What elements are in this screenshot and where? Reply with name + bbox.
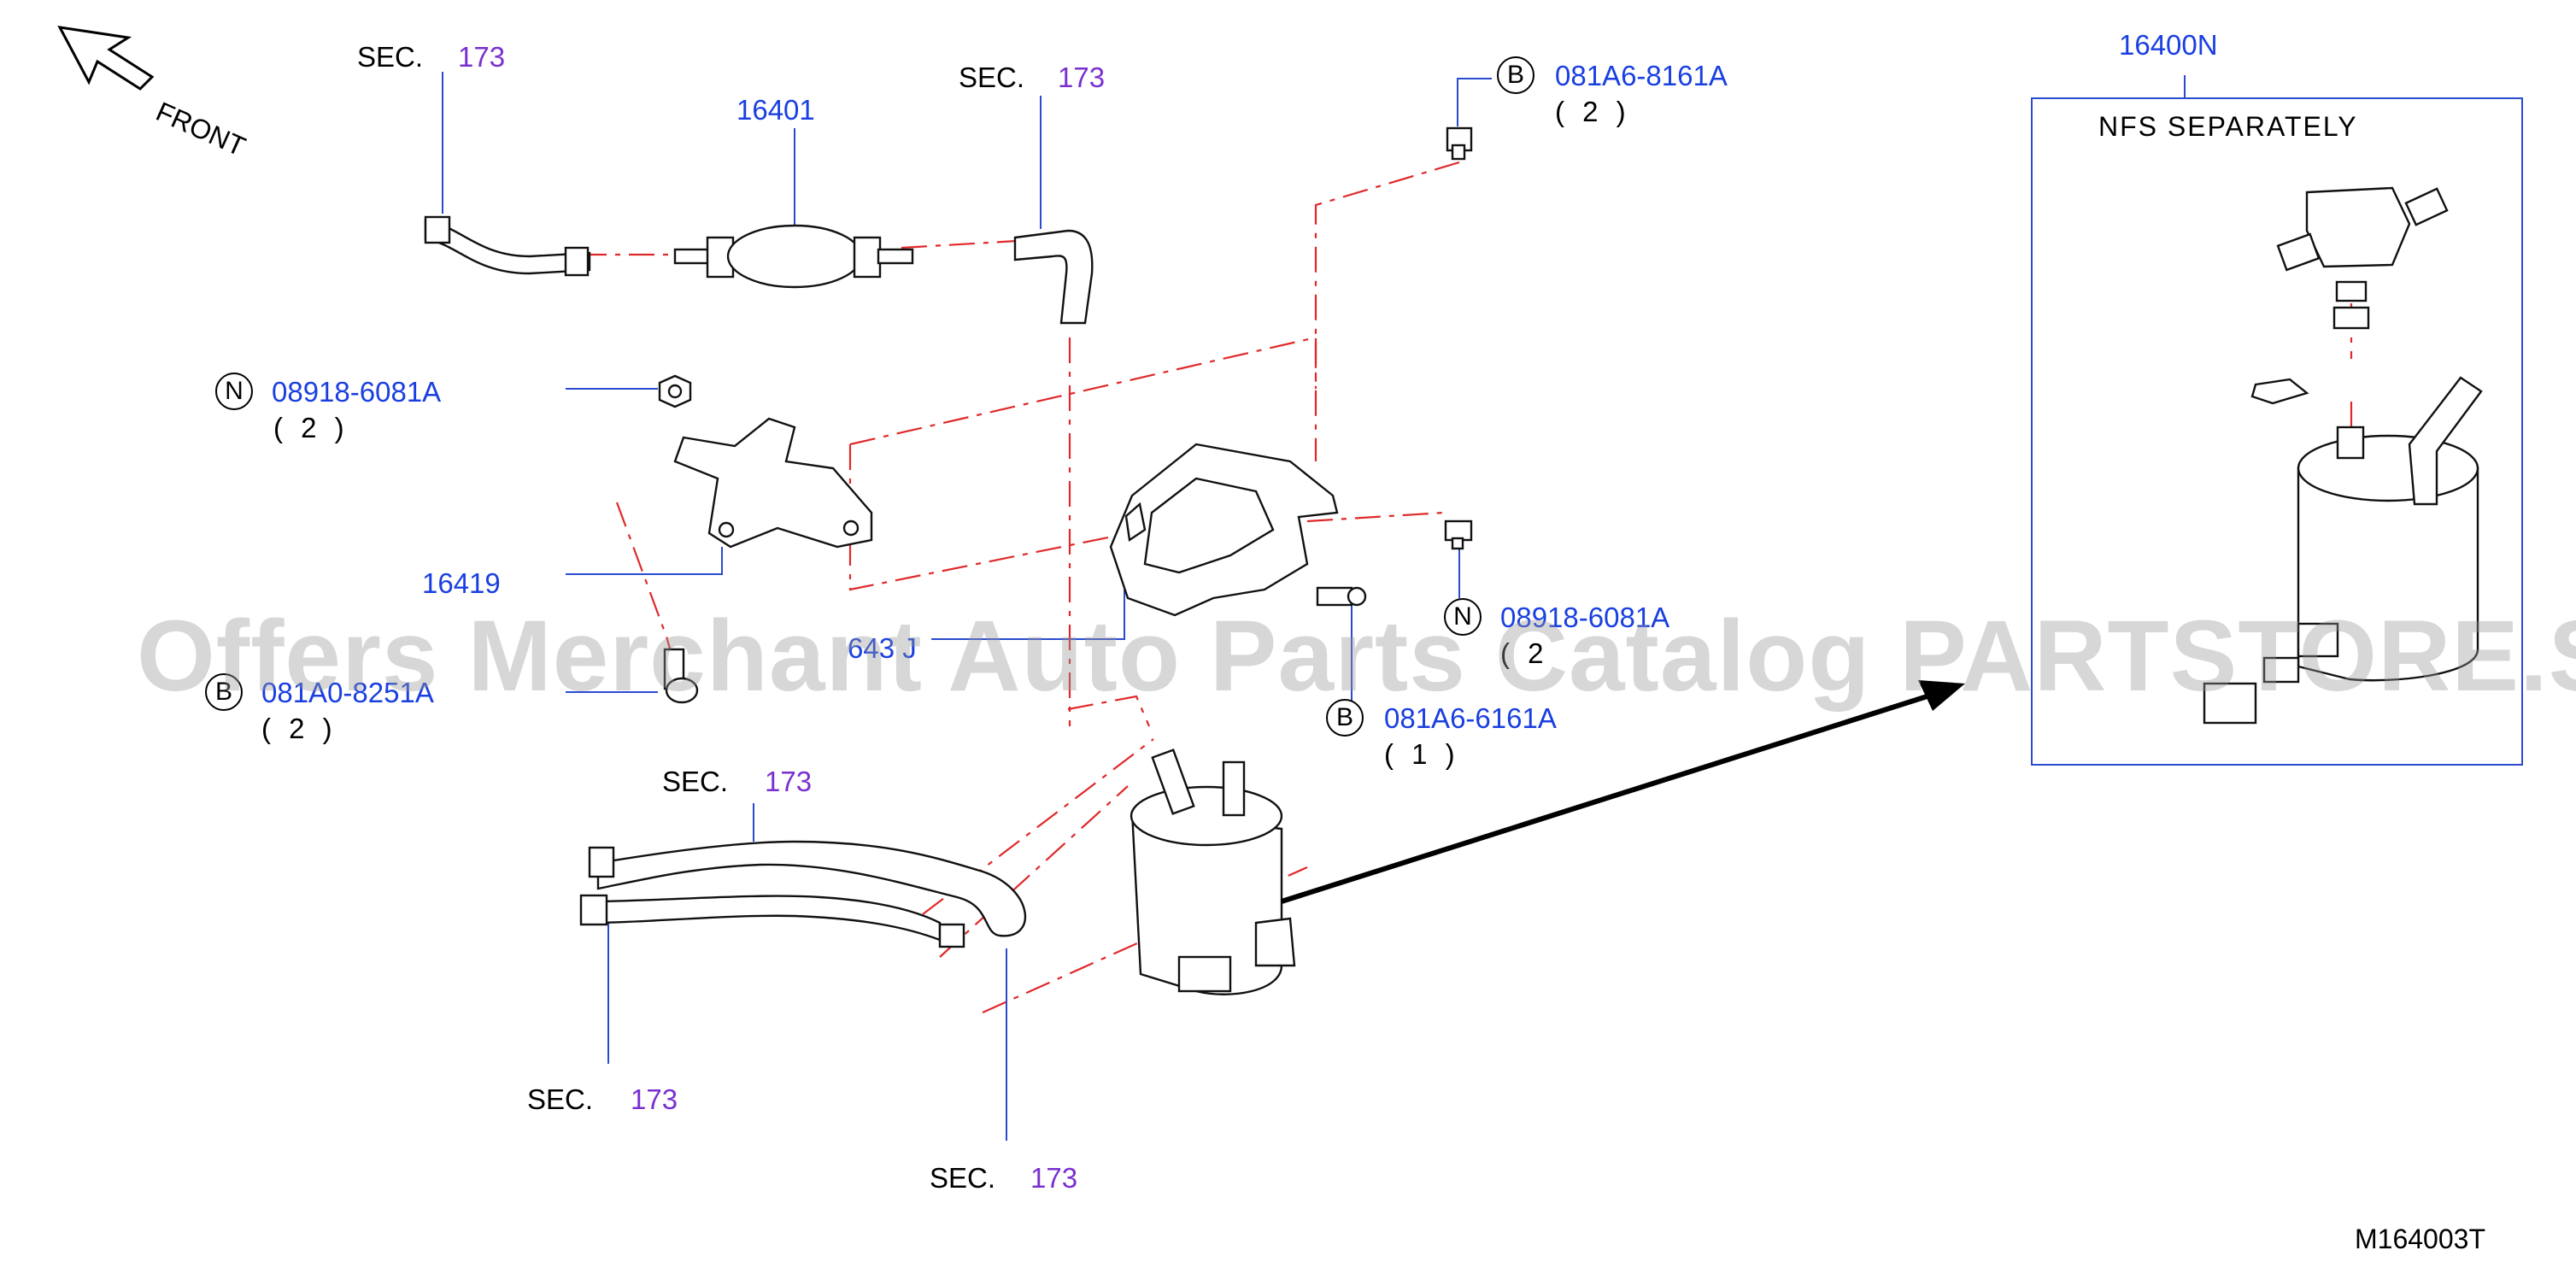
clip-right-icon xyxy=(1444,520,1473,550)
fastener-b-left-number[interactable]: 081A0-8251A xyxy=(261,677,434,708)
phantom-lines xyxy=(581,161,2353,1014)
fastener-n-right-number[interactable]: 08918-6081A xyxy=(1500,602,1670,633)
part-number-16419[interactable]: 16419 xyxy=(422,567,501,599)
watermark-text: Offers Merchant Auto Parts Catalog PARTS… xyxy=(137,600,2576,713)
sec-label-mid-bottom: SEC. xyxy=(662,766,729,797)
fastener-n-right-qty: ( 2 xyxy=(1500,637,1549,669)
fastener-b-top-qty: ( 2 ) xyxy=(1555,96,1631,127)
bolt-symbol-b-top: B xyxy=(1497,56,1534,94)
nut-icon xyxy=(658,374,692,408)
inset-pointer-arrow-icon xyxy=(1281,680,1965,904)
part-16401-filter xyxy=(673,224,914,289)
sec-label-top-center: SEC. xyxy=(959,62,1025,93)
sec-label-bottom-center: SEC. xyxy=(930,1162,996,1194)
bolt-symbol-b-left: B xyxy=(205,673,243,711)
fastener-n-left-number[interactable]: 08918-6081A xyxy=(272,376,442,408)
part-number-16401[interactable]: 16401 xyxy=(736,94,815,126)
front-arrow-icon xyxy=(57,26,155,91)
part-number-16431[interactable]: 643 J xyxy=(848,632,917,664)
sec-ref-top-center[interactable]: 173 xyxy=(1058,62,1106,93)
sec-label-bottom-left: SEC. xyxy=(527,1083,594,1115)
nut-symbol-n-right: N xyxy=(1444,598,1482,636)
canister-main xyxy=(1130,748,1296,995)
diagram-code: M164003T xyxy=(2355,1224,2485,1254)
bolt-left-icon xyxy=(663,648,699,704)
hose-top-left xyxy=(424,215,591,277)
sec-ref-mid-bottom[interactable]: 173 xyxy=(765,766,813,797)
fastener-n-left-qty: ( 2 ) xyxy=(273,412,349,443)
sec-ref-top-left[interactable]: 173 xyxy=(458,41,506,73)
hose-top-center xyxy=(1013,229,1094,325)
sec-label-top-left: SEC. xyxy=(357,41,424,73)
sec-ref-bottom-center[interactable]: 173 xyxy=(1030,1162,1078,1194)
sec-ref-bottom-left[interactable]: 173 xyxy=(631,1083,678,1115)
bolt-symbol-b-right: B xyxy=(1326,699,1364,737)
inset-box xyxy=(2031,97,2523,766)
bolt-right-icon xyxy=(1316,586,1367,607)
part-16419-bracket xyxy=(673,417,873,549)
part-16431-bracket xyxy=(1109,443,1339,617)
inset-note: NFS SEPARATELY xyxy=(2098,111,2358,142)
fastener-b-right-number[interactable]: 081A6-6161A xyxy=(1384,702,1557,734)
clip-top-icon xyxy=(1446,126,1473,161)
hoses-bottom xyxy=(579,840,1027,948)
nut-symbol-n-left: N xyxy=(215,373,253,410)
fastener-b-top-number[interactable]: 081A6-8161A xyxy=(1555,60,1728,91)
inset-assembly xyxy=(2203,186,2483,725)
part-number-16400n[interactable]: 16400N xyxy=(2119,29,2218,61)
fastener-b-right-qty: ( 1 ) xyxy=(1384,738,1460,770)
fastener-b-left-qty: ( 2 ) xyxy=(261,713,337,744)
